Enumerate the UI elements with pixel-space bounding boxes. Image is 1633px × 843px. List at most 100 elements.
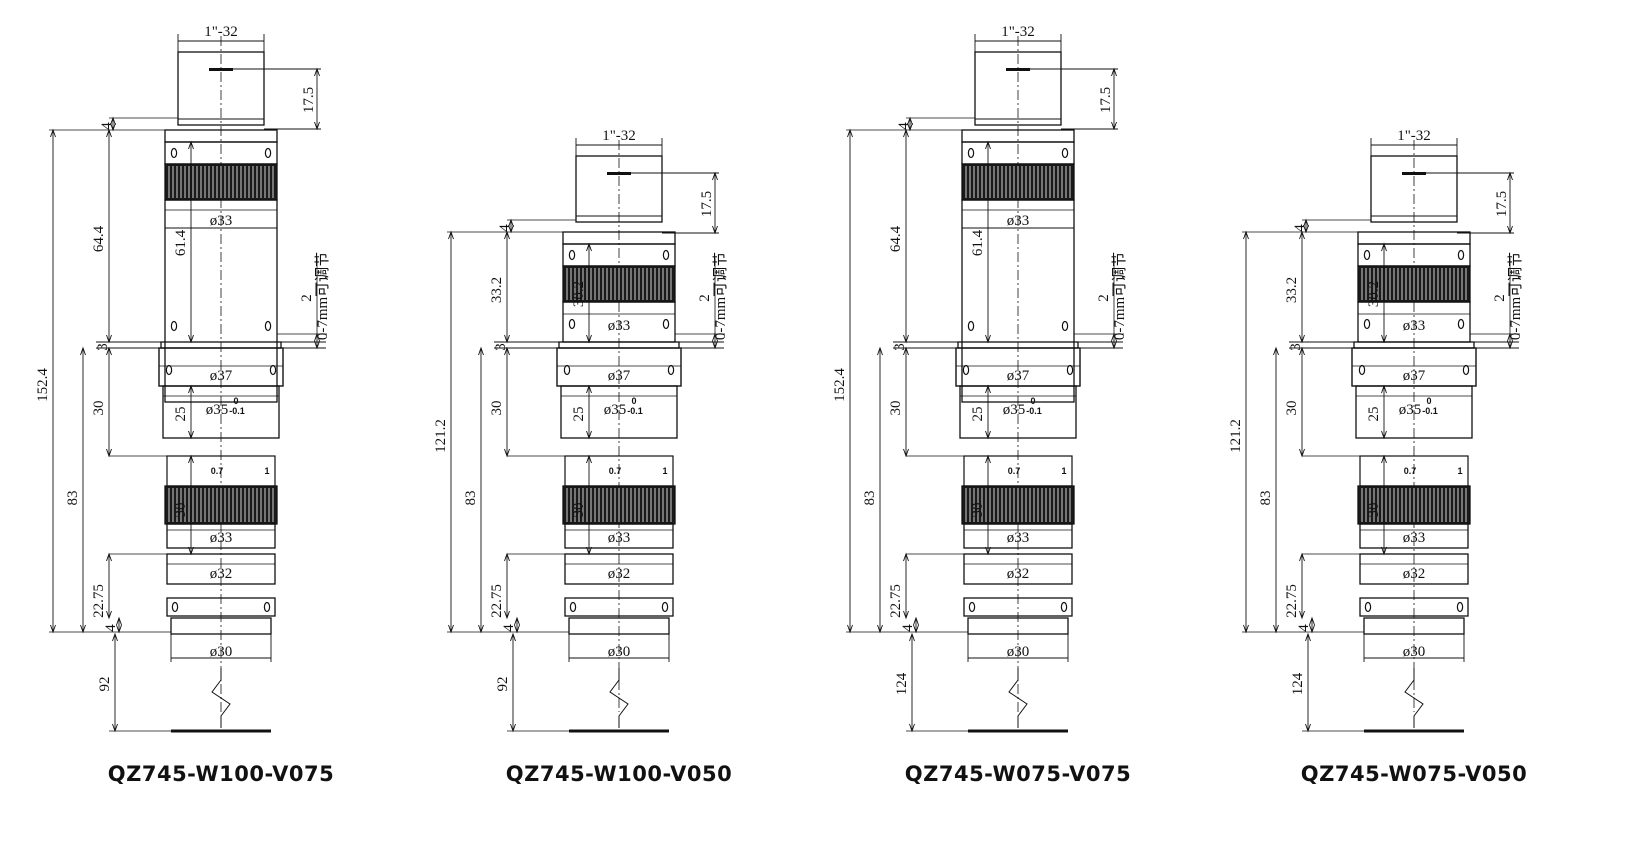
arrow-head bbox=[712, 225, 718, 235]
arrow-head bbox=[1303, 224, 1309, 234]
ring-33-lower bbox=[166, 523, 276, 549]
screw-icon bbox=[1457, 249, 1465, 261]
model-caption: QZ745-W075-V050 bbox=[1301, 762, 1527, 786]
arrow-head bbox=[478, 624, 484, 634]
diameter-32: ø32 bbox=[210, 566, 233, 582]
diameter-35: ø35 bbox=[206, 402, 229, 418]
screw-icon bbox=[264, 147, 272, 159]
total-length-label: 152.4 bbox=[35, 368, 51, 402]
arrow-head bbox=[913, 616, 919, 626]
diameter-33-top: ø33 bbox=[210, 213, 233, 229]
arrow-head bbox=[188, 430, 194, 440]
arrow-head bbox=[106, 346, 112, 356]
mid1-label: 30 bbox=[489, 401, 505, 416]
arrow-head bbox=[314, 340, 320, 350]
arrow-head bbox=[903, 128, 909, 138]
tip-label: 4 bbox=[501, 624, 517, 632]
cap-height-label: 17.5 bbox=[301, 87, 317, 113]
arrow-head bbox=[985, 546, 991, 556]
tolerance-lower: -0.1 bbox=[627, 406, 643, 416]
break-symbol bbox=[211, 668, 231, 728]
flange-label: 3 bbox=[892, 343, 908, 351]
diameter-37: ø37 bbox=[608, 368, 631, 384]
cap-mark bbox=[1006, 68, 1030, 71]
flange-label: 3 bbox=[493, 343, 509, 351]
diameter-33-lower: ø33 bbox=[210, 530, 233, 546]
arrow-head bbox=[106, 552, 112, 562]
adjust-range-label: 0-7mm可调节 bbox=[1507, 252, 1524, 340]
diameter-30: ø30 bbox=[210, 644, 233, 660]
scale-mark-right: 1 bbox=[662, 466, 667, 476]
mid2-label: 30 bbox=[173, 503, 189, 518]
flange-label: 3 bbox=[1288, 343, 1304, 351]
upper-length-label: 33.2 bbox=[489, 277, 505, 303]
diameter-37: ø37 bbox=[1007, 368, 1030, 384]
thread-cap bbox=[974, 51, 1062, 126]
adjust-value-label: 2 bbox=[1492, 294, 1508, 302]
diameter-33-lower: ø33 bbox=[608, 530, 631, 546]
tolerance-upper: 0 bbox=[631, 396, 636, 406]
screw-icon bbox=[1061, 320, 1069, 332]
mid1-label: 30 bbox=[91, 401, 107, 416]
arrow-head bbox=[508, 218, 514, 228]
mid1-inner-label: 25 bbox=[173, 407, 189, 422]
mid1-label: 30 bbox=[888, 401, 904, 416]
screw-icon bbox=[1457, 318, 1465, 330]
total-length-label: 121.2 bbox=[433, 419, 449, 453]
arrow-head bbox=[106, 448, 112, 458]
arrow-head bbox=[188, 546, 194, 556]
arrow-head bbox=[188, 384, 194, 394]
arrow-head bbox=[514, 616, 520, 626]
scale-mark-right: 1 bbox=[1061, 466, 1066, 476]
upper-inner-label: 30.2 bbox=[1366, 281, 1382, 307]
arrow-head bbox=[504, 334, 510, 344]
lower-length-label: 83 bbox=[862, 491, 878, 506]
arrow-head bbox=[586, 454, 592, 464]
stem-length-label: 124 bbox=[1290, 672, 1306, 695]
screw-icon bbox=[667, 364, 675, 376]
arrow-head bbox=[1381, 546, 1387, 556]
cap-height-label: 17.5 bbox=[1494, 191, 1510, 217]
scale-mark-left: 0.7 bbox=[609, 466, 622, 476]
tolerance-upper: 0 bbox=[1426, 396, 1431, 406]
arrow-head bbox=[1507, 171, 1513, 181]
arrow-head bbox=[903, 334, 909, 344]
barrel-35 bbox=[1355, 385, 1473, 439]
stem-length-label: 92 bbox=[495, 677, 511, 692]
adjust-range-label: 0-7mm可调节 bbox=[1111, 252, 1128, 340]
mid2-label: 30 bbox=[1366, 503, 1382, 518]
screw-icon bbox=[263, 601, 271, 613]
screw-icon bbox=[1363, 249, 1371, 261]
diameter-30: ø30 bbox=[1007, 644, 1030, 660]
adjust-range-label: 0-7mm可调节 bbox=[314, 252, 331, 340]
arrow-head bbox=[110, 122, 116, 132]
arrow-head bbox=[116, 616, 122, 626]
screw-icon bbox=[962, 364, 970, 376]
tip-ring bbox=[568, 617, 670, 635]
arrow-head bbox=[1303, 218, 1309, 228]
arrow-head bbox=[50, 624, 56, 634]
arrow-head bbox=[504, 552, 510, 562]
adjust-value-label: 2 bbox=[299, 294, 315, 302]
bottom-length-label: 22.75 bbox=[1284, 584, 1300, 618]
arrow-head bbox=[1507, 340, 1513, 350]
barrel-35 bbox=[560, 385, 678, 439]
diameter-30: ø30 bbox=[1403, 644, 1426, 660]
arrow-head bbox=[712, 340, 718, 350]
cap-height-label: 17.5 bbox=[1098, 87, 1114, 113]
cap-mark bbox=[1402, 172, 1426, 175]
diameter-33-top: ø33 bbox=[608, 318, 631, 334]
arrow-head bbox=[985, 454, 991, 464]
screw-icon bbox=[170, 320, 178, 332]
tolerance-upper: 0 bbox=[1030, 396, 1035, 406]
model-caption: QZ745-W100-V075 bbox=[108, 762, 334, 786]
mid2-label: 30 bbox=[970, 503, 986, 518]
screw-icon bbox=[1364, 601, 1372, 613]
arrow-head bbox=[1111, 121, 1117, 131]
diameter-33-lower: ø33 bbox=[1007, 530, 1030, 546]
upper-length-label: 64.4 bbox=[888, 225, 904, 252]
arrow-head bbox=[1309, 624, 1315, 634]
arrow-head bbox=[909, 723, 915, 733]
diameter-33-top: ø33 bbox=[1403, 318, 1426, 334]
